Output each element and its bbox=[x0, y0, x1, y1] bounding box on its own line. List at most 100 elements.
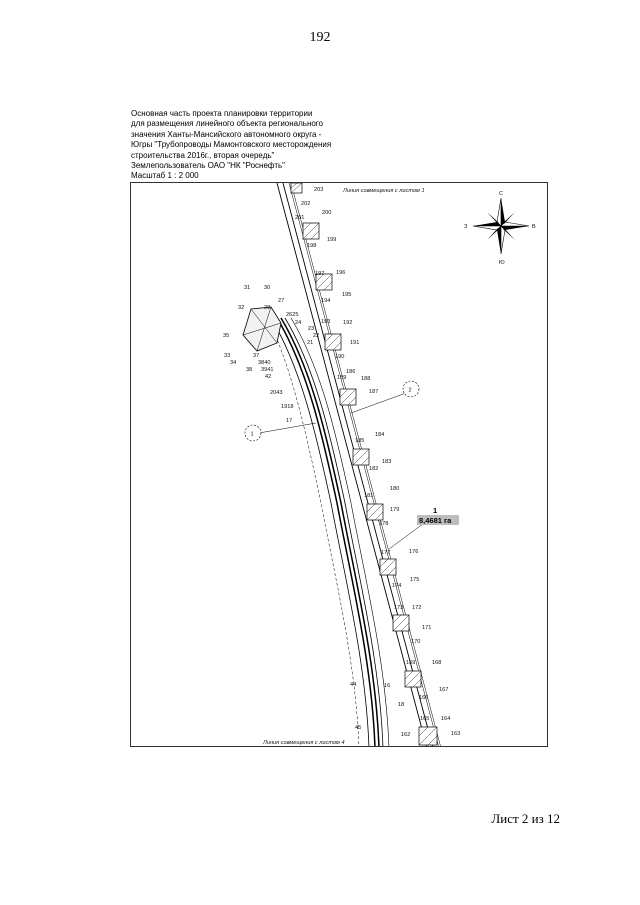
point-label-174: 174 bbox=[392, 583, 401, 589]
point-label-3840: 3840 bbox=[258, 360, 270, 366]
point-label-45: 45 bbox=[355, 725, 361, 731]
left-corridor bbox=[264, 312, 390, 746]
point-label-199: 199 bbox=[327, 237, 336, 243]
callout-1: 1 bbox=[244, 424, 262, 442]
map-frame: Линия совмещения с листом 1 Линия совмещ… bbox=[130, 182, 548, 747]
point-label-162: 162 bbox=[401, 732, 410, 738]
point-label-202: 202 bbox=[301, 201, 310, 207]
point-label-179: 179 bbox=[390, 507, 399, 513]
plot-187 bbox=[339, 388, 357, 406]
point-label-168: 168 bbox=[432, 660, 441, 666]
point-label-16: 16 bbox=[384, 683, 390, 689]
point-label-173: 173 bbox=[394, 605, 403, 611]
compass-east-letter: В bbox=[532, 224, 536, 230]
plot-199 bbox=[302, 222, 320, 240]
point-label-181: 181 bbox=[364, 493, 373, 499]
point-label-184: 184 bbox=[375, 432, 384, 438]
caption-line: значения Ханты-Мансийского автономного о… bbox=[131, 129, 322, 139]
point-label-190: 190 bbox=[335, 354, 344, 360]
point-label-188: 188 bbox=[361, 376, 370, 382]
caption-line: для размещения линейного объекта региона… bbox=[131, 119, 323, 129]
point-label-35: 35 bbox=[223, 333, 229, 339]
point-label-180: 180 bbox=[390, 486, 399, 492]
point-label-170: 170 bbox=[411, 639, 420, 645]
point-label-37: 37 bbox=[253, 353, 259, 359]
plot-203 bbox=[290, 183, 303, 194]
point-label-31: 31 bbox=[244, 285, 250, 291]
point-label-187: 187 bbox=[369, 389, 378, 395]
callout-1-label: 1 bbox=[251, 432, 254, 438]
caption-line: строительства 2016г., вторая очередь" bbox=[131, 150, 275, 160]
plot-179 bbox=[366, 503, 384, 521]
point-label-185: 185 bbox=[355, 438, 364, 444]
caption-line: Основная часть проекта планировки террит… bbox=[131, 109, 313, 118]
point-label-167: 167 bbox=[439, 687, 448, 693]
point-label-164: 164 bbox=[441, 716, 450, 722]
plot-191 bbox=[324, 333, 342, 351]
point-label-33: 33 bbox=[224, 353, 230, 359]
sheet-footer: Лист 2 из 12 bbox=[491, 811, 560, 826]
point-label-192: 192 bbox=[343, 320, 352, 326]
point-label-23: 23 bbox=[308, 326, 314, 332]
right-plots bbox=[290, 183, 438, 746]
bottom-edge-label: Линия совмещения с листом 4 bbox=[262, 740, 345, 746]
point-label-2043: 2043 bbox=[270, 390, 282, 396]
plot-171 bbox=[392, 614, 410, 632]
page-number: 192 bbox=[309, 30, 331, 45]
compass-south-letter: Ю bbox=[499, 260, 505, 266]
planning-map: Линия совмещения с листом 1 Линия совмещ… bbox=[223, 183, 536, 746]
point-label-200: 200 bbox=[322, 210, 331, 216]
caption-scale: Масштаб 1 : 2 000 bbox=[131, 171, 199, 181]
plot-175 bbox=[379, 558, 397, 576]
point-label-32: 32 bbox=[238, 305, 244, 311]
point-label-166: 166 bbox=[419, 695, 428, 701]
point-label-203: 203 bbox=[314, 187, 323, 193]
compass-rose-icon: С З В Ю bbox=[464, 191, 536, 266]
point-label-22: 22 bbox=[313, 333, 319, 339]
plot-183 bbox=[352, 448, 370, 466]
point-label-44: 44 bbox=[350, 682, 356, 688]
point-label-165: 165 bbox=[420, 716, 429, 722]
callout-2: 2 bbox=[402, 380, 420, 398]
point-label-194: 194 bbox=[321, 298, 330, 304]
point-label-1918: 1918 bbox=[281, 404, 293, 410]
point-label-18: 18 bbox=[398, 702, 404, 708]
map-caption: Основная часть проекта планировки террит… bbox=[131, 109, 331, 182]
point-label-175: 175 bbox=[410, 577, 419, 583]
point-label-27: 27 bbox=[278, 298, 284, 304]
area-number: 1 bbox=[433, 506, 437, 515]
point-label-178: 178 bbox=[379, 521, 388, 527]
point-label-172: 172 bbox=[412, 605, 421, 611]
point-label-171: 171 bbox=[422, 625, 431, 631]
area-value: 8,4681 га bbox=[419, 516, 452, 525]
plot-163 bbox=[418, 726, 438, 746]
point-label-193: 193 bbox=[321, 319, 330, 325]
point-label-182: 182 bbox=[369, 466, 378, 472]
plot-167 bbox=[404, 670, 422, 688]
point-label-195: 195 bbox=[342, 292, 351, 298]
right-corridor bbox=[276, 183, 441, 746]
point-label-177: 177 bbox=[381, 550, 390, 556]
point-label-198: 198 bbox=[307, 243, 316, 249]
area-label: 1 8,4681 га bbox=[417, 506, 459, 525]
top-edge-label: Линия совмещения с листом 1 bbox=[342, 188, 425, 194]
point-label-24: 24 bbox=[295, 320, 301, 326]
point-label-2625: 2625 bbox=[286, 312, 298, 318]
point-label-189: 189 bbox=[337, 375, 346, 381]
caption-line: Землепользователь ОАО "НК "Роснефть" bbox=[131, 161, 285, 171]
point-label-169: 169 bbox=[406, 660, 415, 666]
callout-2-label: 2 bbox=[409, 388, 412, 394]
point-label-38: 38 bbox=[246, 367, 252, 373]
point-label-21: 21 bbox=[307, 340, 313, 346]
point-label-17: 17 bbox=[286, 418, 292, 424]
point-label-28: 28 bbox=[264, 305, 270, 311]
point-label-186: 186 bbox=[346, 369, 355, 375]
point-label-191: 191 bbox=[350, 340, 359, 346]
point-label-3941: 3941 bbox=[261, 367, 273, 373]
point-label-196: 196 bbox=[336, 270, 345, 276]
point-label-183: 183 bbox=[382, 459, 391, 465]
compass-west-letter: З bbox=[464, 224, 468, 230]
caption-line: Югры "Трубопроводы Мамонтовского месторо… bbox=[131, 140, 332, 150]
point-label-163: 163 bbox=[451, 731, 460, 737]
